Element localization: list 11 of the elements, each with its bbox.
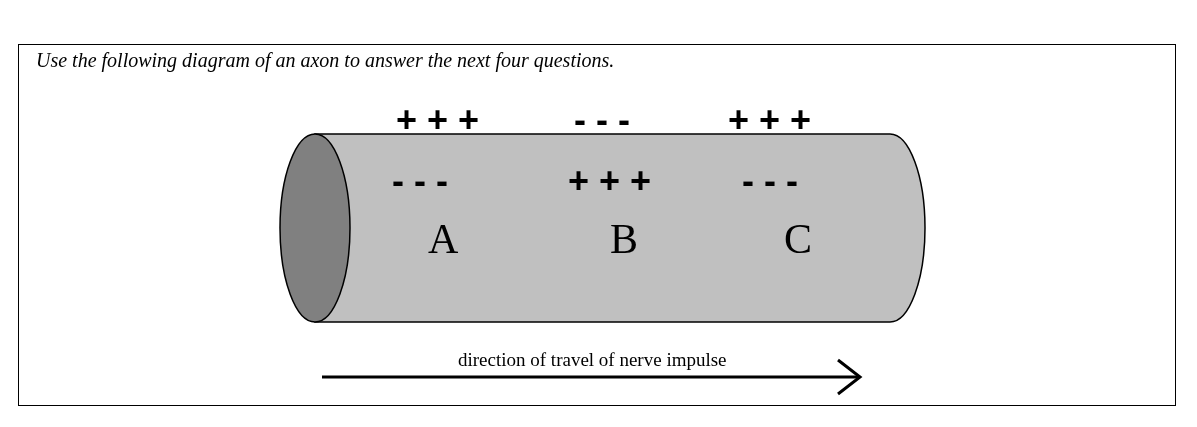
charge-signs: - - - — [392, 163, 448, 199]
region-letter: B — [610, 218, 638, 260]
charge-signs: - - - — [574, 102, 630, 138]
region-letter: C — [784, 218, 812, 260]
charge-signs: + + + — [728, 102, 812, 138]
charge-signs: + + + — [396, 102, 480, 138]
arrow-caption: direction of travel of nerve impulse — [458, 350, 727, 369]
instruction-text: Use the following diagram of an axon to answer the next four questions. — [36, 50, 615, 70]
charge-signs: + + + — [568, 163, 652, 199]
region-letter: A — [428, 218, 459, 260]
charge-signs: - - - — [742, 163, 798, 199]
